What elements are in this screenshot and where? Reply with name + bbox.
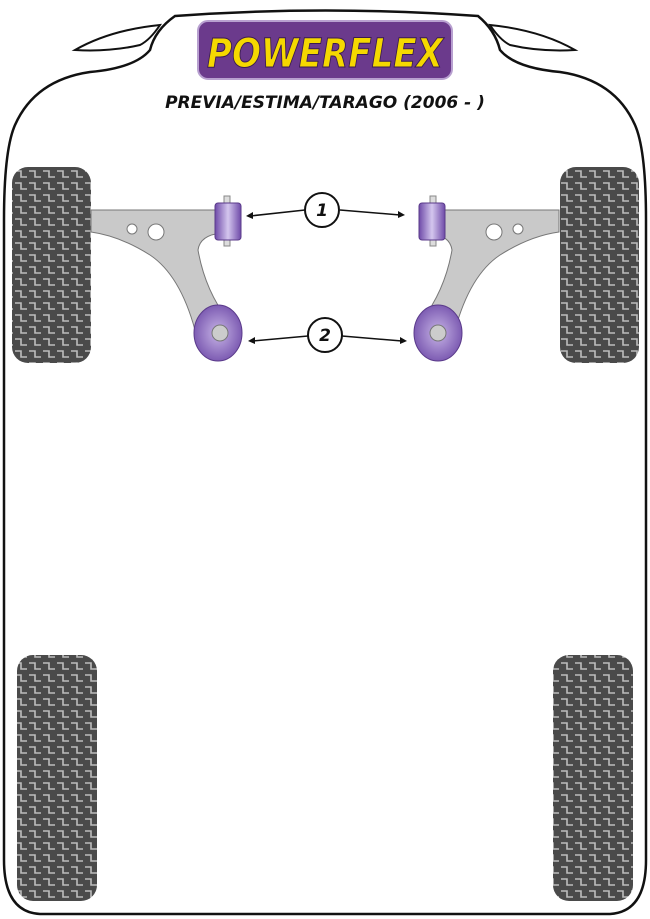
front-left-wheel (12, 167, 91, 363)
callout-1-label: 1 (316, 201, 328, 221)
car-body-outline (2, 9, 648, 916)
bushing-2-left[interactable] (193, 304, 243, 362)
vehicle-title: PREVIA/ESTIMA/TARAGO (2006 - ) (165, 93, 485, 113)
powerflex-logo: POWERFLEX (197, 20, 453, 80)
callout-1: 1 (246, 192, 405, 228)
front-right-wheel (560, 167, 639, 363)
right-headlight (487, 23, 579, 52)
bushing-1-left[interactable] (214, 195, 242, 247)
callout-2: 2 (248, 317, 407, 353)
bushing-2-right[interactable] (413, 304, 463, 362)
rear-right-wheel (553, 655, 633, 901)
callout-2-label: 2 (319, 326, 331, 346)
rear-left-wheel (17, 655, 97, 901)
svg-text:POWERFLEX: POWERFLEX (207, 31, 445, 77)
bushing-1-right[interactable] (418, 195, 446, 247)
left-headlight (71, 23, 163, 52)
